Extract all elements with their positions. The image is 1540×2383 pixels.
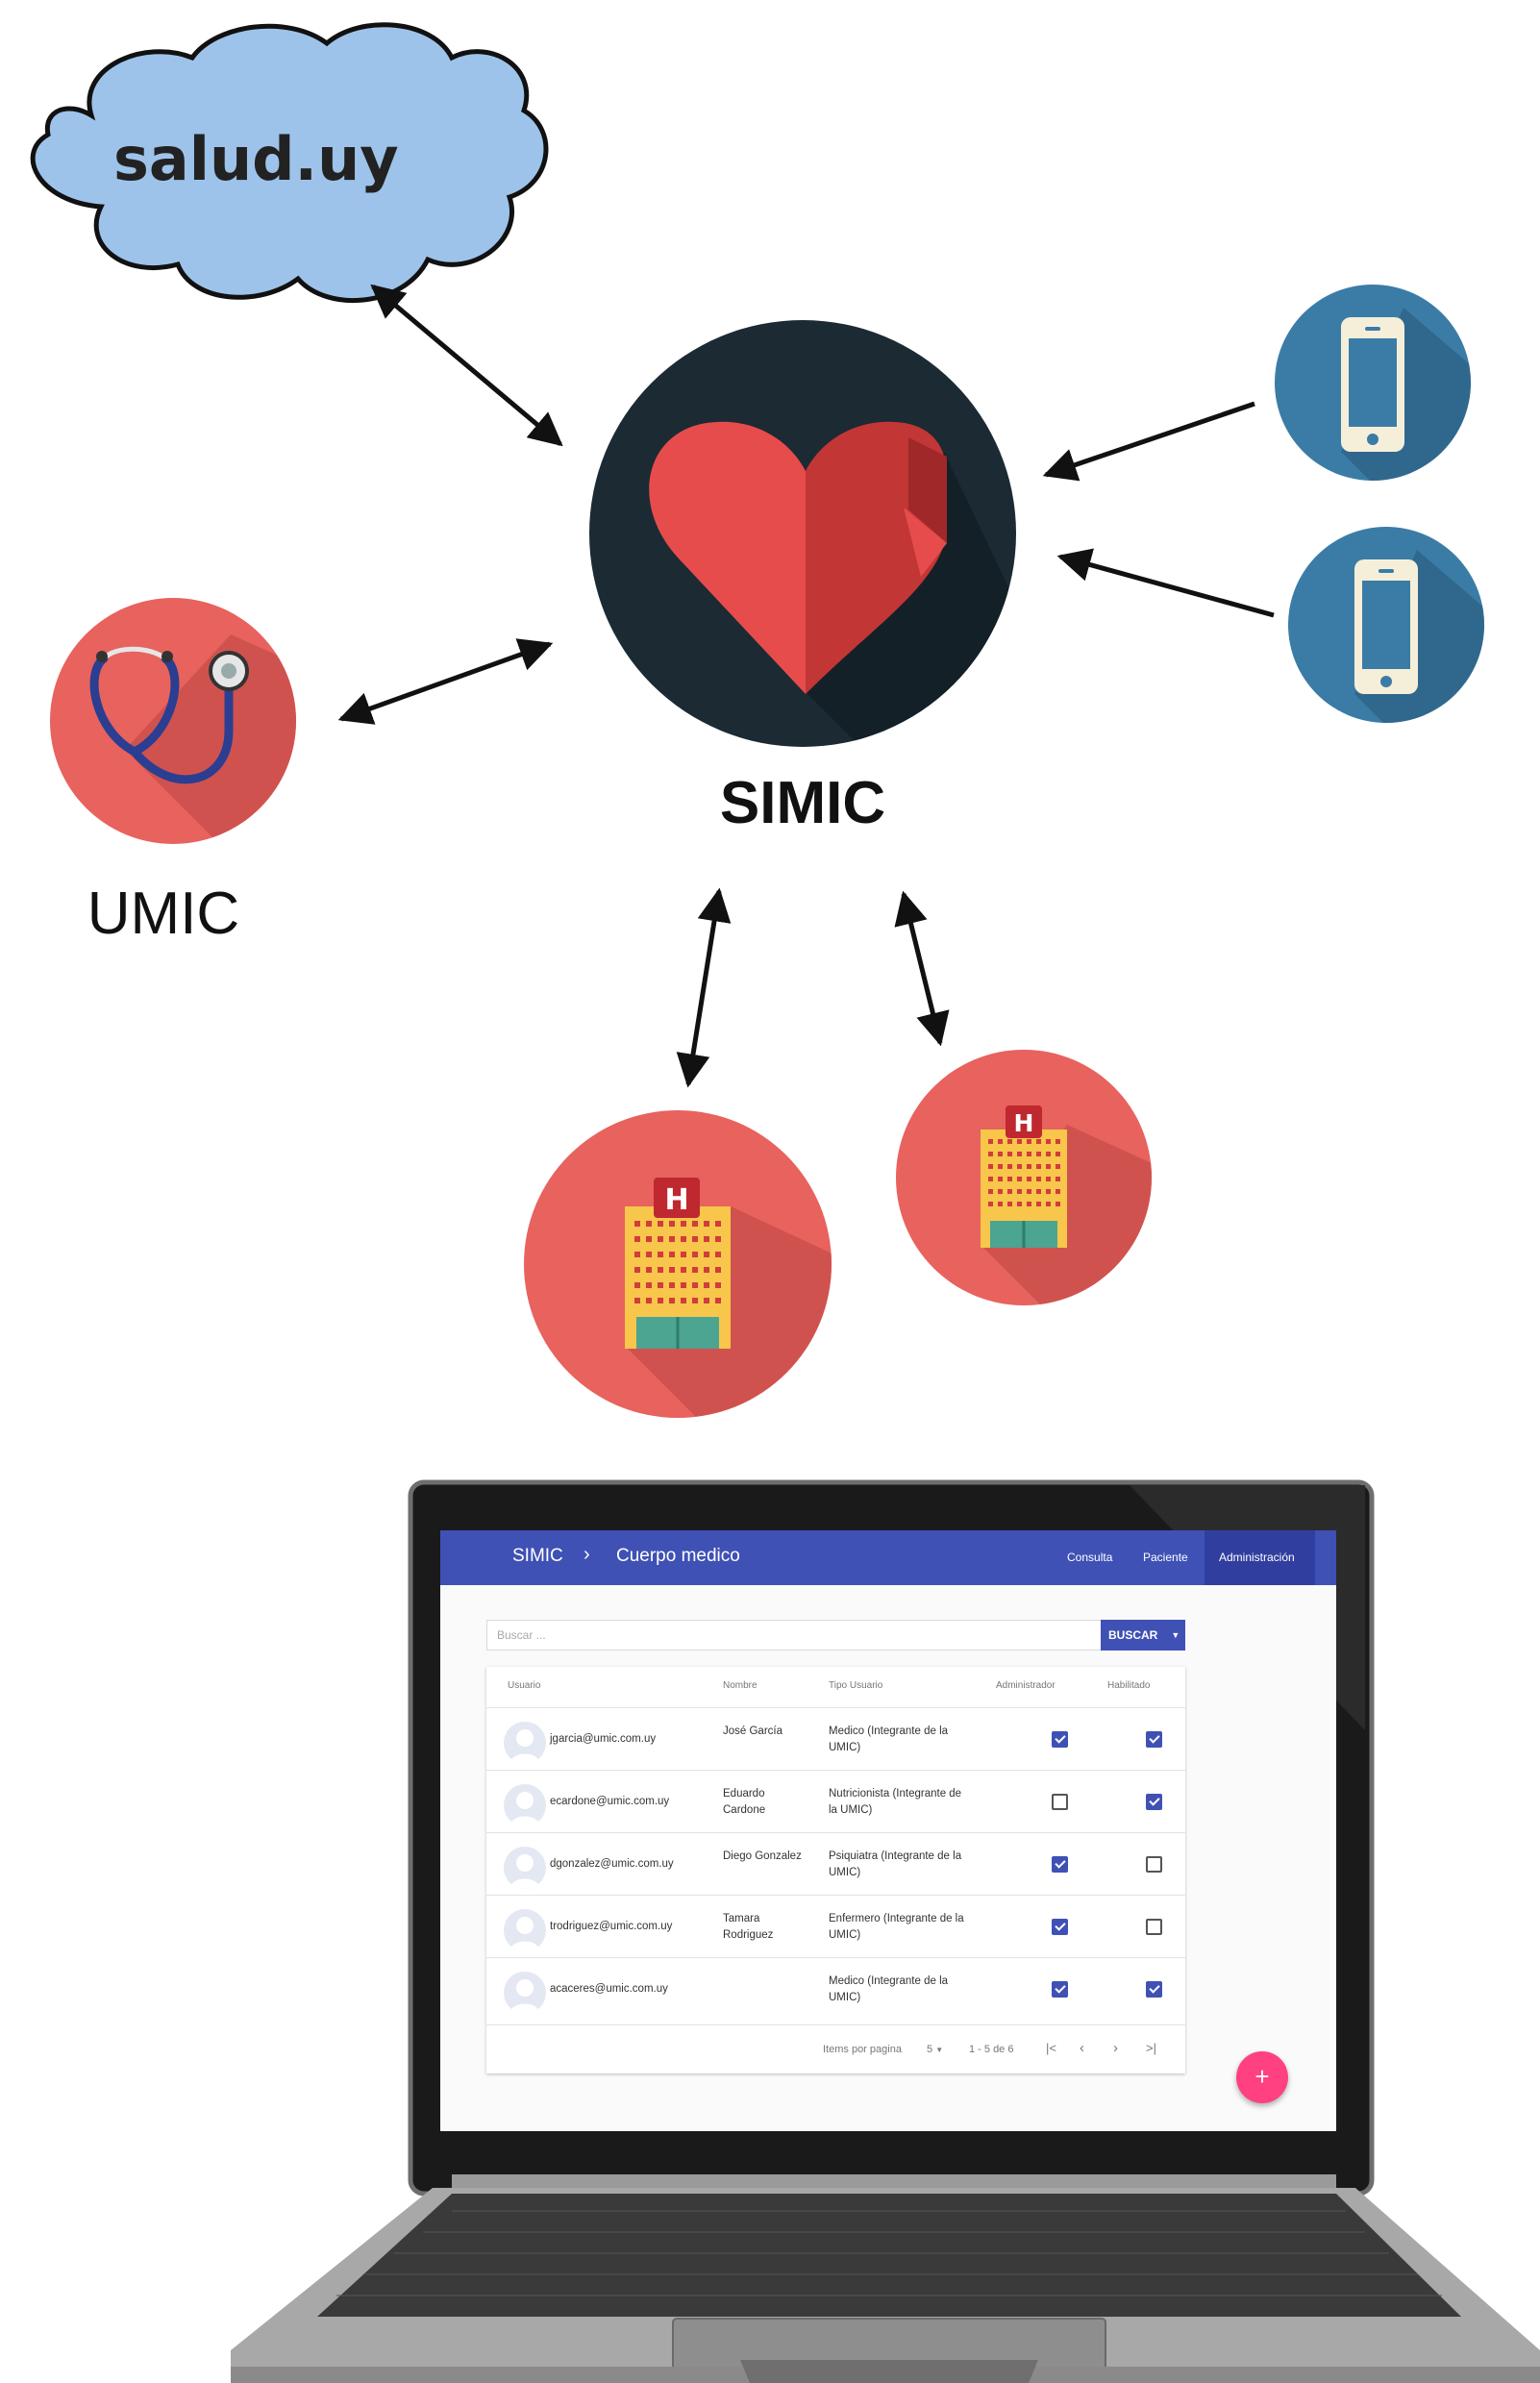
nav-administracion[interactable]: Administración bbox=[1219, 1551, 1295, 1564]
cell-usuario: jgarcia@umic.com.uy bbox=[550, 1733, 657, 1745]
search-field bbox=[486, 1620, 1102, 1651]
previous-page-icon[interactable]: ‹ bbox=[1080, 2040, 1084, 2056]
cell-usuario: trodriguez@umic.com.uy bbox=[550, 1921, 673, 1932]
page-size-select[interactable]: 5 ▼ bbox=[927, 2044, 943, 2055]
admin-checkbox[interactable] bbox=[1052, 1981, 1068, 1998]
cell-tipo-usuario: Medico (Integrante de la UMIC) bbox=[829, 1975, 949, 2003]
cell-nombre: Diego Gonzalez bbox=[723, 1850, 802, 1862]
caret-down-icon: ▼ bbox=[935, 2046, 944, 2054]
admin-checkbox[interactable] bbox=[1052, 1856, 1068, 1873]
enabled-checkbox[interactable] bbox=[1146, 1919, 1162, 1935]
page-size-value: 5 bbox=[927, 2044, 933, 2055]
avatar bbox=[504, 1784, 546, 1826]
stethoscope-icon bbox=[89, 646, 249, 784]
hospital-node-2: H bbox=[896, 1050, 1152, 1305]
arrow-phone2-hub bbox=[1056, 548, 1275, 618]
column-header-usuario[interactable]: Usuario bbox=[508, 1680, 541, 1691]
arrow-cloud-hub bbox=[370, 284, 563, 447]
simic-hub bbox=[589, 320, 1016, 747]
app-toolbar: SIMIC › Cuerpo medico Consulta Paciente … bbox=[440, 1530, 1336, 1585]
svg-text:H: H bbox=[1014, 1109, 1034, 1137]
cell-nombre: Eduardo Cardone bbox=[723, 1788, 766, 1816]
arrow-phone1-hub bbox=[1042, 401, 1255, 482]
admin-checkbox[interactable] bbox=[1052, 1794, 1068, 1810]
arrow-hub-umic bbox=[337, 638, 554, 725]
last-page-icon[interactable]: >| bbox=[1146, 2041, 1156, 2055]
enabled-checkbox[interactable] bbox=[1146, 1981, 1162, 1998]
cell-usuario: acaceres@umic.com.uy bbox=[550, 1983, 668, 1995]
paginator: Items por pagina 5 ▼ 1 - 5 de 6 |< ‹ › >… bbox=[486, 2024, 1185, 2074]
avatar bbox=[504, 1972, 546, 2014]
add-user-button[interactable]: + bbox=[1236, 2051, 1288, 2103]
phone-node-2 bbox=[1288, 527, 1484, 723]
umic-label: UMIC bbox=[87, 881, 240, 947]
arrows bbox=[337, 284, 1275, 1088]
column-header-habilitado[interactable]: Habilitado bbox=[1107, 1680, 1151, 1691]
enabled-checkbox[interactable] bbox=[1146, 1794, 1162, 1810]
nav-paciente[interactable]: Paciente bbox=[1143, 1551, 1188, 1564]
avatar bbox=[504, 1722, 546, 1764]
phone-node-1 bbox=[1275, 285, 1471, 481]
avatar bbox=[504, 1847, 546, 1889]
arrow-hub-hospital2 bbox=[894, 890, 950, 1047]
column-header-administrador[interactable]: Administrador bbox=[996, 1680, 1056, 1691]
salud-uy-cloud: salud.uy bbox=[30, 22, 549, 304]
next-page-icon[interactable]: › bbox=[1113, 2040, 1118, 2056]
hospital-icon: H bbox=[981, 1105, 1067, 1248]
page-title: Cuerpo medico bbox=[616, 1546, 740, 1566]
cell-tipo-usuario: Medico (Integrante de la UMIC) bbox=[829, 1725, 949, 1753]
svg-text:H: H bbox=[664, 1183, 688, 1217]
admin-checkbox[interactable] bbox=[1052, 1731, 1068, 1748]
table-row[interactable]: ecardone@umic.com.uy Eduardo Cardone Nut… bbox=[486, 1770, 1185, 1833]
cell-usuario: dgonzalez@umic.com.uy bbox=[550, 1858, 674, 1870]
arrow-hub-hospital1 bbox=[676, 887, 732, 1088]
avatar bbox=[504, 1909, 546, 1951]
cell-tipo-usuario: Nutricionista (Integrante de la UMIC) bbox=[829, 1788, 962, 1816]
umic-node bbox=[50, 598, 296, 844]
table-row[interactable]: acaceres@umic.com.uy Medico (Integrante … bbox=[486, 1957, 1185, 2021]
cell-nombre: José García bbox=[723, 1725, 782, 1737]
chevron-right-icon: › bbox=[584, 1544, 590, 1565]
heart-icon bbox=[649, 421, 947, 694]
enabled-checkbox[interactable] bbox=[1146, 1856, 1162, 1873]
search-input[interactable] bbox=[487, 1621, 1101, 1650]
column-header-tipo-usuario[interactable]: Tipo Usuario bbox=[829, 1680, 883, 1691]
enabled-checkbox[interactable] bbox=[1146, 1731, 1162, 1748]
simic-web-app: SIMIC › Cuerpo medico Consulta Paciente … bbox=[440, 1530, 1336, 2131]
column-header-nombre[interactable]: Nombre bbox=[723, 1680, 758, 1691]
simic-label: SIMIC bbox=[719, 770, 886, 836]
hospital-node-1: H bbox=[524, 1110, 832, 1418]
admin-checkbox[interactable] bbox=[1052, 1919, 1068, 1935]
first-page-icon[interactable]: |< bbox=[1046, 2041, 1056, 2055]
cell-nombre: Tamara Rodriguez bbox=[723, 1913, 774, 1941]
caret-down-icon: ▼ bbox=[1171, 1630, 1180, 1640]
nav-active-highlight bbox=[1205, 1530, 1315, 1585]
table-row[interactable]: trodriguez@umic.com.uy Tamara Rodriguez … bbox=[486, 1895, 1185, 1958]
cell-tipo-usuario: Enfermero (Integrante de la UMIC) bbox=[829, 1913, 964, 1941]
phone-icon bbox=[1341, 317, 1404, 452]
table-row[interactable]: dgonzalez@umic.com.uy Diego Gonzalez Psi… bbox=[486, 1832, 1185, 1896]
users-table: Usuario Nombre Tipo Usuario Administrado… bbox=[486, 1667, 1185, 2073]
cell-usuario: ecardone@umic.com.uy bbox=[550, 1796, 670, 1807]
table-row[interactable]: jgarcia@umic.com.uy José García Medico (… bbox=[486, 1707, 1185, 1771]
hospital-icon: H bbox=[625, 1178, 731, 1349]
search-button-label: BUSCAR bbox=[1108, 1628, 1158, 1642]
page-range: 1 - 5 de 6 bbox=[969, 2044, 1014, 2055]
cloud-label: salud.uy bbox=[113, 124, 399, 194]
nav-consulta[interactable]: Consulta bbox=[1067, 1551, 1113, 1564]
search-button[interactable]: BUSCAR ▼ bbox=[1101, 1620, 1185, 1651]
breadcrumb-app[interactable]: SIMIC bbox=[512, 1546, 563, 1566]
keyboard bbox=[336, 2210, 1442, 2296]
phone-icon bbox=[1354, 559, 1418, 694]
cell-tipo-usuario: Psiquiatra (Integrante de la UMIC) bbox=[829, 1850, 962, 1878]
items-per-page-label: Items por pagina bbox=[823, 2044, 902, 2055]
